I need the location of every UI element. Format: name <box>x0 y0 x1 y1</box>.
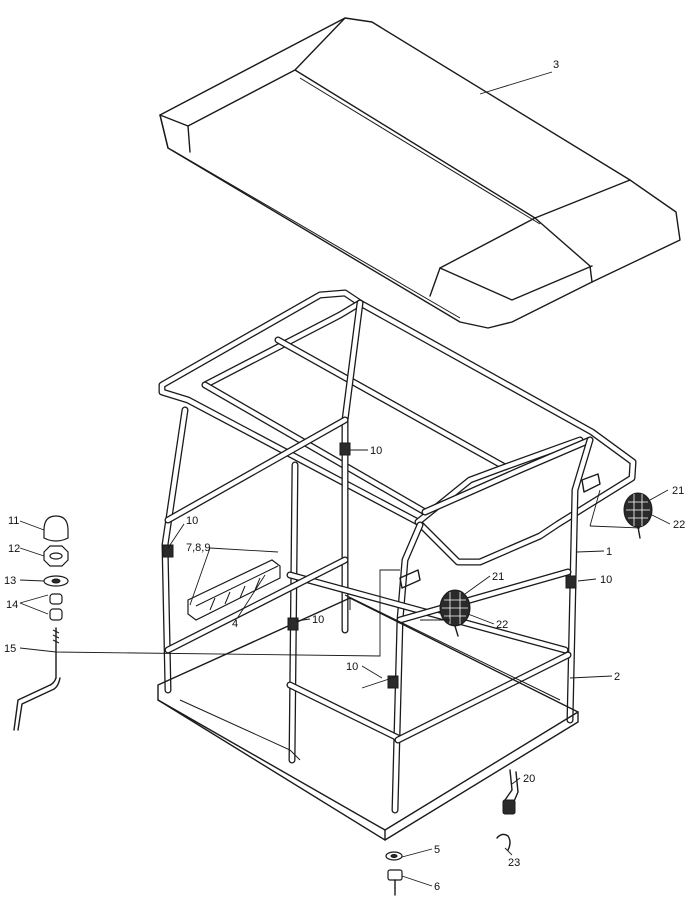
callout-20: 20 <box>523 773 535 785</box>
callout-11: 11 <box>8 515 19 527</box>
callout-10-middle: 10 <box>312 614 324 626</box>
callout-22-right: 22 <box>673 519 685 531</box>
wire-harness-plug <box>502 769 519 815</box>
callout-23: 23 <box>508 857 520 869</box>
callout-21-center: 21 <box>492 571 504 583</box>
callout-10-top: 10 <box>370 445 382 457</box>
callout-22-center: 22 <box>496 619 508 631</box>
callout-4: 4 <box>232 618 238 630</box>
roof-canopy <box>159 17 681 329</box>
callout-1: 1 <box>606 546 612 558</box>
callout-2: 2 <box>614 671 620 683</box>
base-bolt-washer <box>385 851 403 896</box>
callout-15: 15 <box>4 643 16 655</box>
post-sleeves <box>162 442 577 689</box>
callout-10-right: 10 <box>600 574 612 586</box>
hardware-stack <box>13 515 69 731</box>
lamp-bracket-center <box>399 569 421 589</box>
work-lamp-right <box>623 492 653 539</box>
callout-10-lower: 10 <box>346 661 358 673</box>
callout-12: 12 <box>8 543 20 555</box>
callout-5: 5 <box>434 844 440 856</box>
lamp-bracket-right <box>581 473 601 493</box>
tubular-frame <box>158 289 637 814</box>
callout-7-8-9: 7,8,9 <box>186 542 210 554</box>
leader-lines <box>19 71 671 887</box>
callout-3: 3 <box>553 59 559 71</box>
callout-13: 13 <box>4 575 16 587</box>
callout-21-right: 21 <box>672 485 684 497</box>
side-light-bar <box>187 559 281 621</box>
callout-10-left: 10 <box>186 515 198 527</box>
callout-6: 6 <box>434 881 440 893</box>
callout-14: 14 <box>6 599 18 611</box>
base-platform <box>157 594 579 841</box>
harness-clip <box>496 833 511 851</box>
work-lamp-center <box>439 589 471 637</box>
